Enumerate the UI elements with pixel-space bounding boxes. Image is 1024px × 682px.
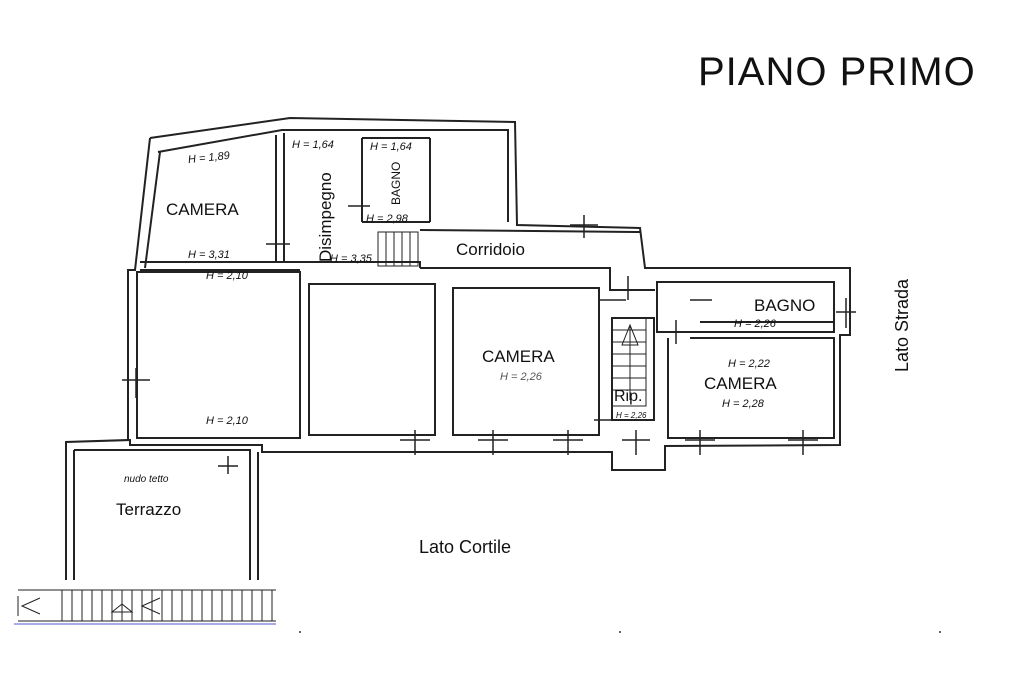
room-label-camera-nw: CAMERA [166,200,239,219]
room-label-disimpegno: Disimpegno [316,172,335,262]
height-label: H = 2,26 [616,411,647,420]
note-nudo-tetto: nudo tetto [124,474,169,485]
room-label-rip: Rip. [614,388,643,405]
balcony-railing [17,589,276,622]
height-label: H = 1,64 [370,141,412,153]
wall-bagno-box [362,137,430,223]
height-label: H = 2,10 [206,415,248,427]
height-label: H = 2,26 [734,318,776,330]
room-label-terrazzo: Terrazzo [116,500,182,519]
height-label: H = 2,22 [728,358,770,370]
room-label-corridoio: Corridoio [456,240,525,259]
window-marks [122,215,856,474]
room-lower-mid [308,283,436,436]
side-label-lato-cortile: Lato Cortile [419,537,512,557]
dot-marker [619,631,621,633]
page-title: PIANO PRIMO [698,50,976,94]
wall-camera-east [667,337,835,439]
room-label-bagno-e: BAGNO [754,296,816,315]
room-lower-left [136,271,301,439]
stairs [611,317,647,407]
wall-west-inner [144,151,161,269]
height-label: H = 2,28 [722,398,764,410]
room-bagno-east [656,281,835,333]
wall-terrazzo [73,449,251,580]
wall-outer-north [65,116,851,580]
room-label-camera-e: CAMERA [704,374,777,393]
height-label: H = 3,31 [188,249,230,261]
side-label-lato-strada: Lato Strada [892,278,912,372]
wall-corridoio-north [419,229,641,233]
dot-marker [299,631,301,633]
wall-inner-north [157,129,509,222]
room-camera-center [452,287,600,436]
stairs-small [377,231,419,267]
height-label: H = 3,35 [330,253,372,265]
door-marks [266,205,712,421]
wall-corridoio-south [420,267,655,291]
height-label: H = 2,10 [206,270,248,282]
wall-west-outer [127,137,151,440]
room-label-camera-center: CAMERA [482,347,555,366]
height-label: H = 2,26 [500,371,542,383]
height-label: H = 1,64 [292,139,334,151]
height-label: H = 2,98 [366,213,408,225]
room-label-bagno-n: BAGNO [389,161,403,205]
dot-marker [939,631,941,633]
wall-upper-south [140,261,421,268]
